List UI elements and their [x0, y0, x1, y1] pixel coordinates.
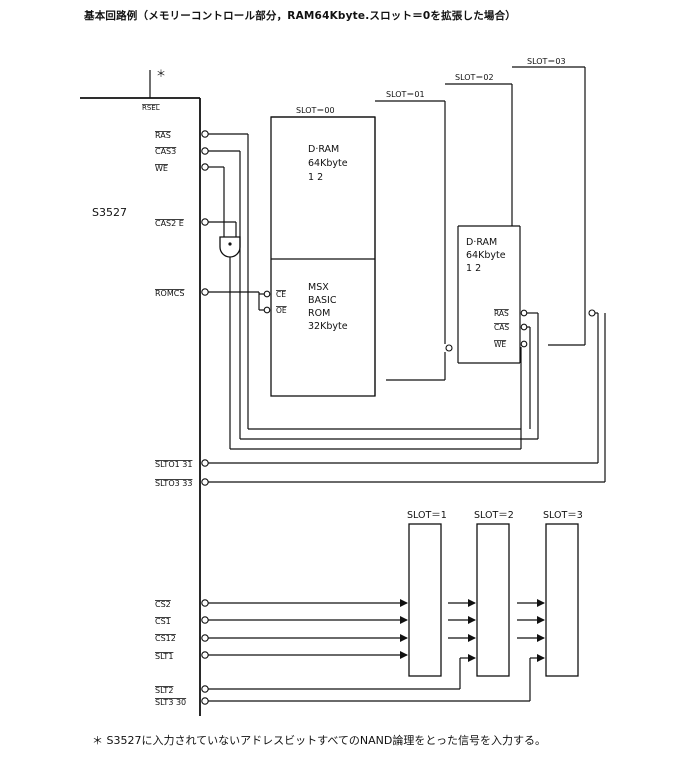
rom-line2: BASIC [308, 295, 337, 306]
pin-bubble-slt0131 [201, 459, 209, 467]
pin-bubble-slt330 [201, 697, 209, 705]
slot03-label: SLOT＝03 [527, 57, 566, 66]
pin-label-ras: RAS [155, 131, 171, 140]
pin-label-slt0333: SLTO3 33 [155, 479, 192, 488]
pin-label-cs2: CS2 [155, 600, 171, 609]
gate-symbol [219, 236, 241, 258]
pin-bubble-romcs [201, 288, 209, 296]
pin-label-romcs: ROMCS [155, 289, 184, 298]
rom-ce-bubble [263, 290, 271, 298]
dram-ext-cas-bubble [520, 323, 528, 331]
dram-ext-ras-bubble [520, 309, 528, 317]
rom-pin-ce: CE [276, 290, 286, 299]
slot02-label: SLOT＝02 [455, 73, 494, 82]
pin-bubble-cas2e [201, 218, 209, 226]
dram-ext-pin-cas: CAS [494, 323, 509, 332]
rom-line1: MSX [308, 282, 329, 293]
slot3-label: SLOT＝3 [543, 510, 583, 521]
dram-ext-line2: 64Kbyte [466, 250, 506, 261]
slot01-label: SLOT＝01 [386, 90, 425, 99]
pin-bubble-cs1 [201, 616, 209, 624]
pin-bubble-slt2 [201, 685, 209, 693]
dram-ext-pin-we: WE [494, 340, 506, 349]
slot03-bubble [588, 309, 596, 317]
pin-label-cas3: CAS3 [155, 147, 176, 156]
pin-bubble-cs2 [201, 599, 209, 607]
pin-label-cs1: CS1 [155, 617, 171, 626]
slot1-box [408, 523, 442, 677]
dram-ext-line1: D·RAM [466, 237, 497, 248]
asterisk-mark: ＊ [156, 69, 166, 80]
dram-ext-pin-ras: RAS [494, 309, 509, 318]
pin-label-rsel: RSEL [142, 104, 160, 112]
pin-bubble-cas3 [201, 147, 209, 155]
slot00-label: SLOT＝00 [296, 106, 335, 115]
chip-pin-bubbles [201, 130, 209, 705]
dram-main-line3: 1 2 [308, 172, 323, 183]
pin-label-cas2e: CAS2 E [155, 219, 184, 228]
rom-oe-bubble [263, 306, 271, 314]
pin-label-slt1: SLT1 [155, 652, 173, 661]
pin-label-cs12: CS12 [155, 634, 176, 643]
slot01-bubble [445, 344, 453, 352]
slot1-label: SLOT＝1 [407, 510, 447, 521]
pin-bubble-cs12 [201, 634, 209, 642]
dram-main-line1: D·RAM [308, 144, 339, 155]
dram-ext-line3: 1 2 [466, 263, 481, 274]
dram-main-line2: 64Kbyte [308, 158, 348, 169]
rom-line4: 32Kbyte [308, 321, 348, 332]
page-title: 基本回路例（メモリーコントロール部分，RAM64Kbyte.スロット＝0を拡張し… [84, 10, 517, 22]
pin-label-slt2: SLT2 [155, 686, 173, 695]
rom-pin-oe: OE [276, 306, 287, 315]
dram-ext-we-bubble [520, 340, 528, 348]
slot2-label: SLOT＝2 [474, 510, 514, 521]
pin-bubble-slt1 [201, 651, 209, 659]
pin-label-slt0131: SLTO1 31 [155, 460, 192, 469]
pin-label-slt330: SLT3 30 [155, 698, 186, 707]
footnote: ＊ S3527に入力されていないアドレスビットすべてのNAND論理をとった信号を… [92, 734, 547, 747]
pin-bubble-we [201, 163, 209, 171]
pin-bubble-slt0333 [201, 478, 209, 486]
pin-label-we: WE [155, 164, 168, 173]
chip-name: S3527 [92, 206, 127, 219]
pin-bubble-ras [201, 130, 209, 138]
dram-rom-block [270, 116, 376, 397]
rom-line3: ROM [308, 308, 330, 319]
slot3-box [545, 523, 579, 677]
gate-dot [228, 242, 232, 246]
slot2-box [476, 523, 510, 677]
